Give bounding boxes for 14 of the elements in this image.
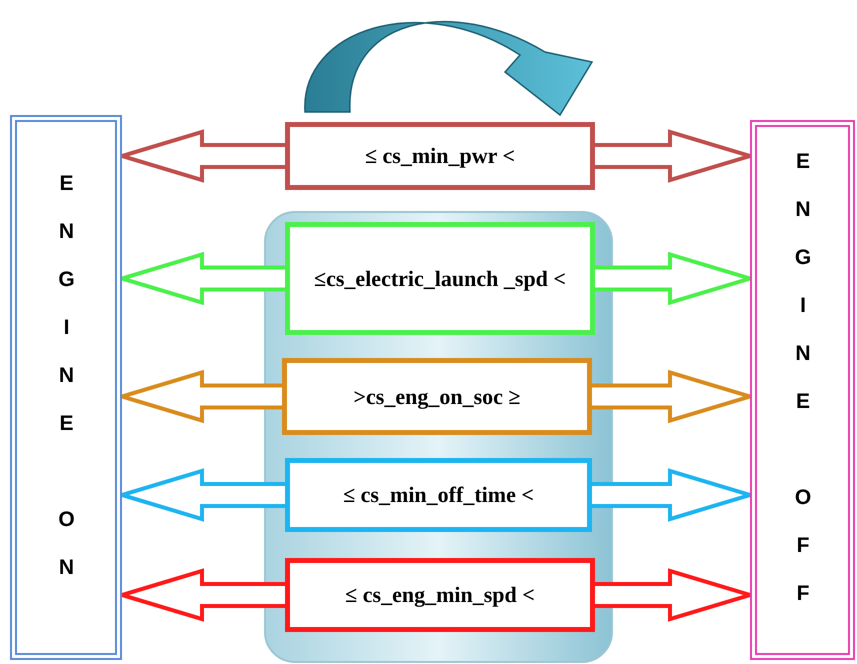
condition-label: >cs_eng_on_soc ≥ — [354, 382, 520, 411]
state-box — [10, 115, 122, 660]
condition-label: ≤ cs_min_off_time < — [343, 481, 534, 509]
condition-box — [282, 358, 592, 435]
condition-box — [285, 222, 595, 335]
condition-box — [285, 558, 595, 632]
state-label: ENGINE OFF — [790, 150, 814, 630]
condition-box — [285, 122, 595, 190]
state-box — [750, 120, 855, 660]
condition-label: ≤ cs_min_pwr < — [364, 142, 516, 170]
condition-label: ≤ cs_eng_min_spd < — [345, 581, 535, 609]
condition-box — [285, 458, 592, 532]
state-label: ENGINE ON — [54, 172, 78, 604]
condition-label: ≤cs_electric_launch _spd < — [314, 264, 566, 293]
